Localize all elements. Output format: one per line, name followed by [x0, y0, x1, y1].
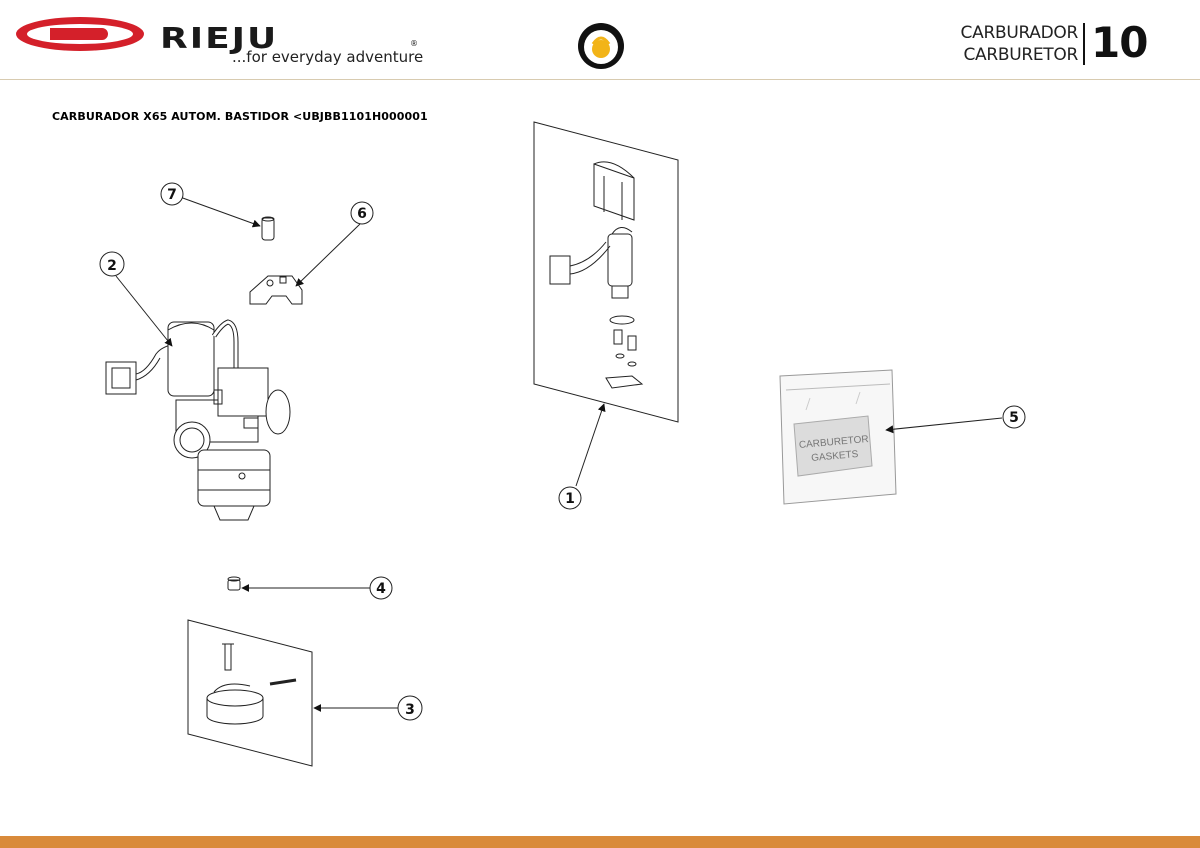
- choke-kit-panel: [533, 121, 679, 423]
- callout-5: 5: [1002, 405, 1026, 429]
- section-number: 10: [1091, 18, 1148, 67]
- callout-1-number: 1: [565, 491, 575, 507]
- gasket-bag-drawing: CARBURETOR GASKETS: [779, 369, 897, 505]
- leader-line-7: [179, 196, 261, 228]
- callout-2: 2: [99, 251, 125, 277]
- pin-part-drawing: [261, 216, 275, 241]
- rieju-logo: RIEJU ®: [16, 17, 418, 55]
- jet-part-drawing: [227, 576, 241, 591]
- callout-2-number: 2: [107, 258, 117, 274]
- callout-1: 1: [558, 486, 582, 510]
- callout-3: 3: [397, 695, 423, 721]
- callout-5-number: 5: [1009, 410, 1019, 426]
- exploded-parts-diagram: CARBURETOR GASKETS 7 6 2 4 3 1 5: [99, 121, 1026, 767]
- callout-6: 6: [350, 201, 374, 225]
- leader-line-1: [575, 403, 606, 487]
- header-rule: [0, 79, 1200, 80]
- page-header: RIEJU ® ...for everyday adventure CARBUR…: [0, 0, 1200, 80]
- section-title-es: CARBURADOR: [960, 23, 1079, 43]
- brand-wordmark: RIEJU: [160, 21, 278, 55]
- footer-bar: [0, 836, 1200, 848]
- brand-tagline: ...for everyday adventure: [232, 48, 424, 66]
- callout-7: 7: [160, 182, 184, 206]
- callout-3-number: 3: [405, 702, 415, 718]
- leader-line-6: [295, 223, 361, 287]
- sun-logo-badge: [578, 23, 624, 69]
- callout-6-number: 6: [357, 206, 367, 222]
- section-divider: [1083, 23, 1085, 65]
- carburetor-assembly-drawing: [105, 319, 291, 521]
- lever-bracket-drawing: [249, 275, 303, 305]
- callout-7-number: 7: [167, 187, 177, 203]
- float-kit-panel: [187, 619, 313, 767]
- callout-4-number: 4: [376, 581, 386, 597]
- bag-label-line2: GASKETS: [811, 449, 859, 464]
- leader-line-2: [115, 275, 173, 347]
- section-title-en: CARBURETOR: [963, 45, 1078, 65]
- leader-line-5: [885, 417, 1003, 434]
- callout-4: 4: [369, 576, 393, 600]
- section-titles: CARBURADOR CARBURETOR: [960, 22, 1079, 66]
- svg-text:®: ®: [410, 39, 418, 48]
- page-title: CARBURADOR X65 AUTOM. BASTIDOR <UBJBB110…: [52, 110, 428, 123]
